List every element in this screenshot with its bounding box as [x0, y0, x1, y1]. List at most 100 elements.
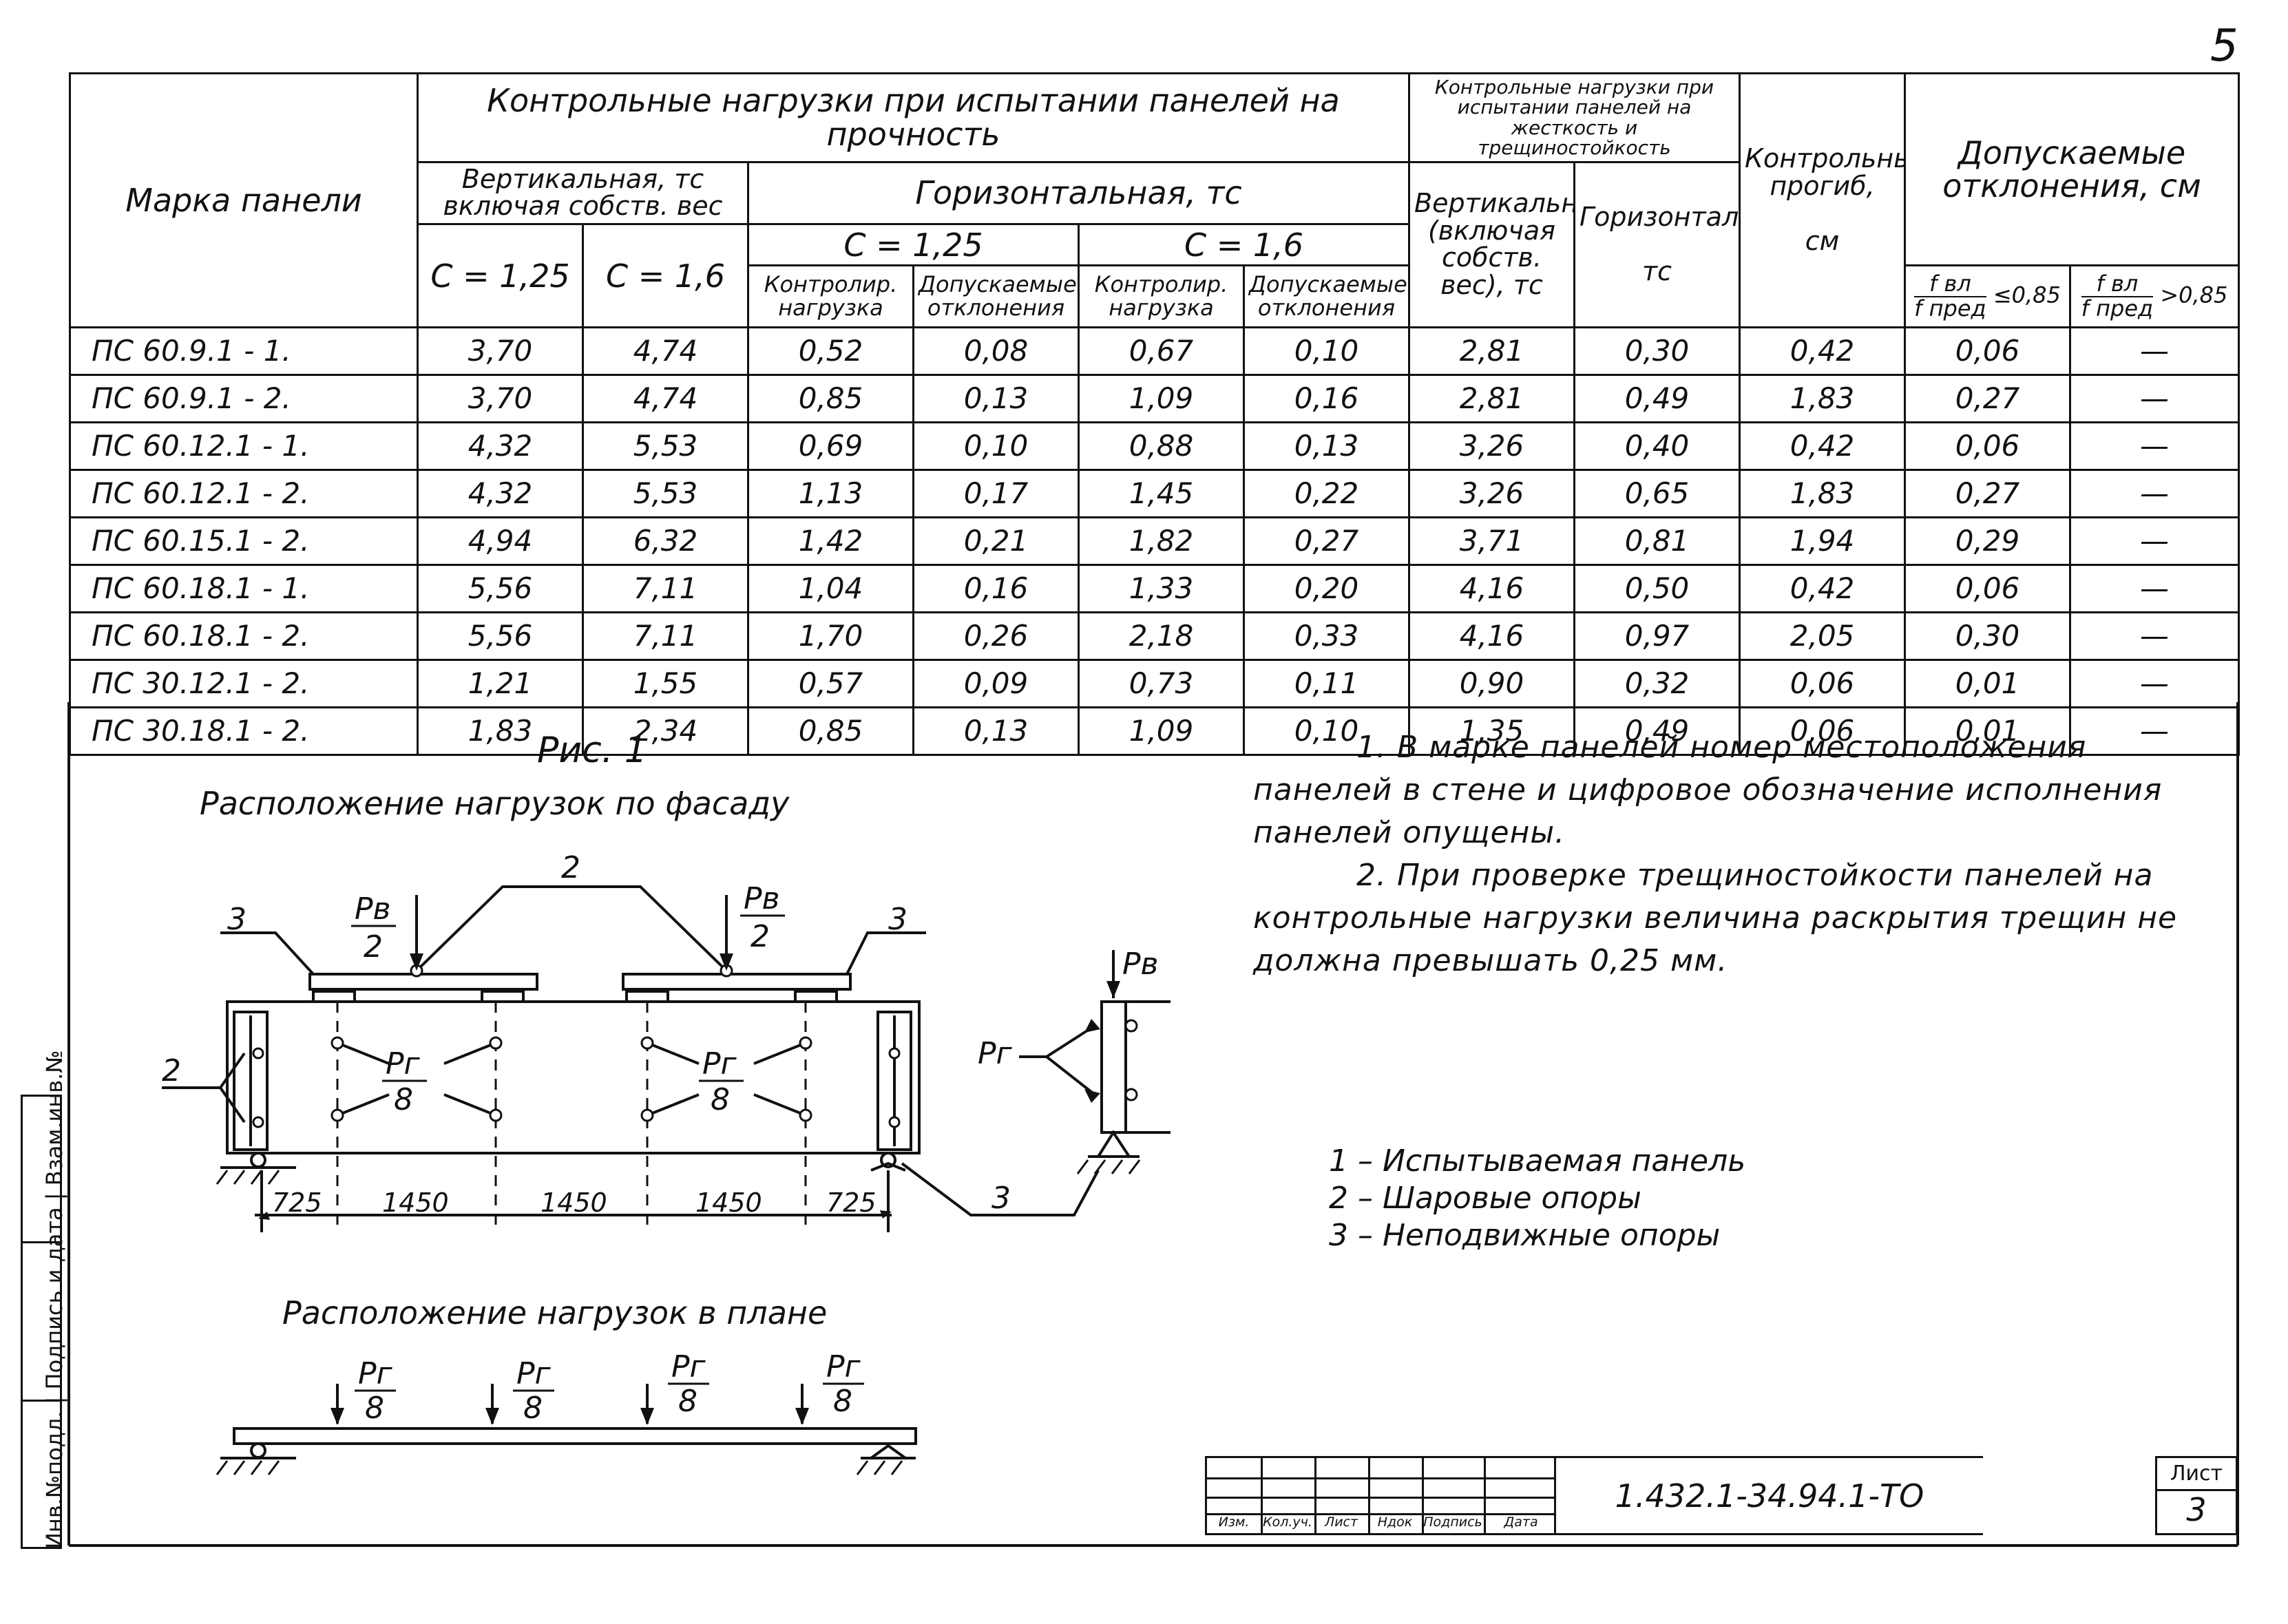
cell-high: — [2069, 564, 2240, 614]
cell-d125: 0,13 [912, 374, 1080, 424]
header-ratio-low: f вл f пред ≤0,85 [1904, 264, 2072, 329]
cell-d16: 0,10 [1243, 326, 1410, 377]
cell-h16: 1,45 [1078, 469, 1245, 519]
cell-mark: ПС 60.9.1 - 2. [69, 374, 419, 424]
cell-sh: 0,40 [1573, 421, 1741, 472]
pg-side-symbol: Pг [978, 1036, 1013, 1071]
cell-d16: 0,16 [1243, 374, 1410, 424]
cell-sv: 3,26 [1408, 469, 1575, 519]
cell-h16: 1,33 [1078, 564, 1245, 614]
pg-eighth-right-den: 8 [711, 1082, 730, 1117]
loads-table: Марка панели Контрольные нагрузки при ис… [69, 72, 2240, 757]
control-deflection-name: Контрольный прогиб, [1745, 143, 1903, 202]
cell-h125: 0,69 [747, 421, 914, 472]
plan-pg-3-symbol: Pг [671, 1349, 706, 1384]
cell-mark: ПС 60.15.1 - 2. [69, 516, 419, 567]
header-control-deflection: Контрольный прогиб, см [1739, 72, 1907, 329]
cell-low: 0,06 [1904, 326, 2072, 377]
right-spreader-beam [622, 973, 852, 991]
cell-v16: 4,74 [582, 374, 749, 424]
title-block-stamp: Изм. Кол.уч. Лист Ндок Подпись Дата 1.43… [1205, 1456, 2238, 1535]
header-ratio-high: f вл f пред >0,85 [2069, 264, 2240, 329]
header-v-c125: C = 1,25 [417, 223, 584, 329]
cell-d125: 0,17 [912, 469, 1080, 519]
note-1: 1. В марке панелей номер местоположения … [1253, 730, 2163, 850]
cell-sv: 0,90 [1408, 659, 1575, 709]
notes-block: 1. В марке панелей номер местоположения … [1253, 726, 2203, 982]
cell-defl: 0,42 [1739, 326, 1907, 377]
cell-h125: 0,57 [747, 659, 914, 709]
cell-d125: 0,13 [912, 706, 1080, 757]
cell-defl: 0,42 [1739, 564, 1907, 614]
legend-item-3: 3 – Неподвижные опоры [1329, 1218, 1721, 1253]
callout-3-bottom: 3 [991, 1181, 1011, 1216]
right-end-frame [877, 1011, 912, 1151]
plan-pg-1-symbol: Pг [358, 1356, 393, 1391]
ratio-low-denominator: f пред [1914, 295, 1986, 321]
cell-mark: ПС 60.12.1 - 1. [69, 421, 419, 472]
stamp-label-izm: Изм. [1218, 1515, 1250, 1530]
header-allowed-deviation-cm: Допускаемые отклонения, см [1904, 72, 2240, 267]
pg-eighth-left-den: 8 [394, 1082, 413, 1117]
cell-low: 0,06 [1904, 564, 2072, 614]
callout-2-left: 2 [162, 1053, 181, 1088]
cell-d125: 0,10 [912, 421, 1080, 472]
pg-eighth-right-symbol: Pг [702, 1046, 737, 1082]
cell-v125: 1,83 [417, 706, 584, 757]
cell-sh: 0,49 [1573, 706, 1741, 757]
header-stiff-horizontal: Горизонтальная, тс [1573, 160, 1741, 329]
cell-sh: 0,50 [1573, 564, 1741, 614]
facade-caption: Расположение нагрузок по фасаду [200, 785, 790, 822]
header-vertical: Вертикальная, тс включая собств. вес [417, 160, 749, 226]
header-stiffness-group: Контрольные нагрузки при испытании панел… [1407, 72, 1741, 163]
cell-defl: 1,94 [1739, 516, 1907, 567]
cell-d16: 0,13 [1243, 421, 1410, 472]
cell-h125: 0,85 [747, 374, 914, 424]
cell-d16: 0,10 [1243, 706, 1410, 757]
cell-low: 0,06 [1904, 421, 2072, 472]
plan-pg-4-den: 8 [833, 1384, 852, 1419]
side-view-panel [1100, 1000, 1127, 1134]
ratio-low-comparison: ≤0,85 [1993, 282, 2061, 308]
cell-d16: 0,20 [1243, 564, 1410, 614]
plan-caption: Расположение нагрузок в плане [282, 1294, 828, 1331]
cell-v16: 7,11 [582, 611, 749, 662]
cell-defl: 2,05 [1739, 611, 1907, 662]
cell-low: 0,30 [1904, 611, 2072, 662]
cell-h125: 0,85 [747, 706, 914, 757]
dim-725-right: 725 [826, 1188, 877, 1218]
cell-v125: 4,32 [417, 421, 584, 472]
stamp-label-ndok: Ндок [1377, 1515, 1413, 1530]
document-code: 1.432.1-34.94.1-ТО [1556, 1456, 1983, 1535]
cell-sv: 4,16 [1408, 611, 1575, 662]
cell-h16: 0,67 [1078, 326, 1245, 377]
left-spreader-beam [308, 973, 538, 991]
cell-high: — [2069, 659, 2240, 709]
legend-item-1: 1 – Испытываемая панель [1329, 1143, 1746, 1179]
dim-1450-b: 1450 [540, 1188, 607, 1218]
plan-pg-4-symbol: Pг [826, 1349, 861, 1384]
cell-defl: 0,06 [1739, 659, 1907, 709]
header-control-load-c125: Контролир. нагрузка [747, 264, 914, 329]
cell-sv: 1,35 [1408, 706, 1575, 757]
ratio-high-comparison: >0,85 [2160, 282, 2228, 308]
header-allowed-dev-c16: Допускаемые отклонения [1243, 264, 1410, 329]
dim-1450-a: 1450 [382, 1188, 449, 1218]
cell-low: 0,01 [1904, 706, 2072, 757]
header-panel-mark: Марка панели [69, 72, 419, 329]
cell-mark: ПС 30.12.1 - 2. [69, 659, 419, 709]
pv-half-left-symbol: Pв [355, 892, 390, 927]
ratio-high-denominator: f пред [2081, 295, 2154, 321]
cell-low: 0,29 [1904, 516, 2072, 567]
cell-defl: 1,83 [1739, 469, 1907, 519]
header-control-load-c16: Контролир. нагрузка [1078, 264, 1245, 329]
cell-h125: 1,04 [747, 564, 914, 614]
revision-grid: Изм. Кол.уч. Лист Ндок Подпись Дата [1205, 1456, 1556, 1535]
pv-half-right-den: 2 [751, 919, 770, 954]
